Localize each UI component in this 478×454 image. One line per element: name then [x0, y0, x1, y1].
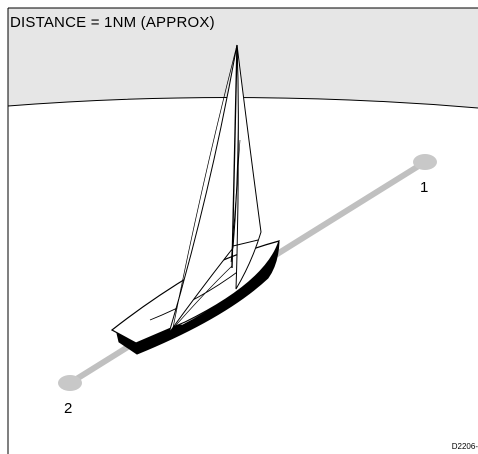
- figure-reference: D2206-: [452, 442, 478, 451]
- waypoint-2-marker: [58, 375, 82, 391]
- waypoint-1-label: 1: [420, 179, 428, 196]
- diagram-title: DISTANCE = 1NM (APPROX): [10, 14, 215, 31]
- waypoint-1-marker: [413, 154, 437, 170]
- waypoint-2-label: 2: [64, 400, 72, 417]
